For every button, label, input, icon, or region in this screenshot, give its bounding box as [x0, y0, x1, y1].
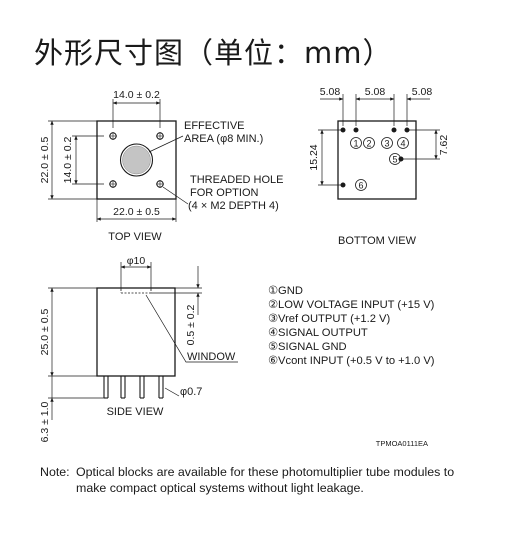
- pin-number-3: 3: [384, 139, 389, 149]
- threaded-hole-label-line1: THREADED HOLE: [190, 174, 284, 186]
- threaded-hole-label-line3: (4 × M2 DEPTH 4): [188, 200, 279, 212]
- effective-area-label-line1: EFFECTIVE: [184, 120, 245, 132]
- side-view: φ10 25.0 ± 0.5 0.5 ± 0.2 WINDOW 6.3 ± 1.…: [39, 255, 238, 442]
- note-label: Note:: [40, 465, 70, 479]
- pin-number-1: 1: [353, 139, 358, 149]
- side-view-label: SIDE VIEW: [107, 406, 164, 418]
- top-height-dim: 22.0 ± 0.5: [39, 137, 51, 184]
- drawing-code: TPMOA0111EA: [376, 439, 428, 448]
- top-width-dim: 14.0 ± 0.2: [113, 89, 160, 101]
- note-text: Optical blocks are available for these p…: [76, 465, 455, 495]
- side-height-dim: 25.0 ± 0.5: [39, 309, 51, 356]
- threaded-holes: [109, 132, 164, 188]
- pin-legend-item: ②LOW VOLTAGE INPUT (+15 V): [268, 299, 435, 311]
- bottom-view: 5.08 5.08 5.08 15.24 7.62 1 2 3 4 5 6 BO…: [308, 86, 450, 247]
- side-pins: [103, 376, 164, 399]
- pin-length-dim: 6.3 ± 1.0: [39, 401, 51, 442]
- top-view: 14.0 ± 0.2 22.0 ± 0.5 14.0 ± 0.2 22.0 ± …: [39, 89, 284, 243]
- pin-pitch-2: 5.08: [365, 86, 386, 98]
- threaded-hole-label-line2: FOR OPTION: [190, 187, 259, 199]
- side-recess-dim: 0.5 ± 0.2: [185, 304, 197, 345]
- pin-number-4: 4: [400, 139, 405, 149]
- bottom-view-label: BOTTOM VIEW: [338, 235, 417, 247]
- window-diameter-dim: φ10: [127, 255, 146, 267]
- pin-pitch-3: 5.08: [412, 86, 433, 98]
- pin-legend: ①GND ②LOW VOLTAGE INPUT (+15 V) ③Vref OU…: [268, 285, 435, 367]
- top-inner-height-dim: 14.0 ± 0.2: [62, 137, 74, 184]
- pin-legend-item: ④SIGNAL OUTPUT: [268, 327, 368, 339]
- top-view-body: [96, 120, 177, 200]
- pin-number-6: 6: [358, 181, 363, 191]
- bottom-right-dim: 7.62: [438, 135, 450, 156]
- pin-pitch-1: 5.08: [320, 86, 341, 98]
- pin-legend-item: ③Vref OUTPUT (+1.2 V): [268, 313, 391, 325]
- effective-area-label-line2: AREA (φ8 MIN.): [184, 133, 263, 145]
- pin-legend-item: ⑥Vcont INPUT (+0.5 V to +1.0 V): [268, 355, 435, 367]
- effective-area-circle: [119, 143, 154, 177]
- window-label: WINDOW: [187, 351, 236, 363]
- top-view-label: TOP VIEW: [108, 231, 162, 243]
- pin-legend-item: ①GND: [268, 285, 303, 297]
- bottom-pins: [340, 127, 410, 188]
- pin-diameter-label: φ0.7: [180, 386, 202, 398]
- page-title: 外形尺寸图（单位：mm）: [34, 36, 393, 70]
- pin-number-5: 5: [392, 155, 397, 165]
- top-bottom-width-dim: 22.0 ± 0.5: [113, 206, 160, 218]
- pin-number-2: 2: [366, 139, 371, 149]
- side-view-body: [96, 287, 176, 377]
- bottom-left-dim: 15.24: [308, 144, 320, 170]
- pin-legend-item: ⑤SIGNAL GND: [268, 341, 347, 353]
- bottom-view-body: [337, 120, 417, 200]
